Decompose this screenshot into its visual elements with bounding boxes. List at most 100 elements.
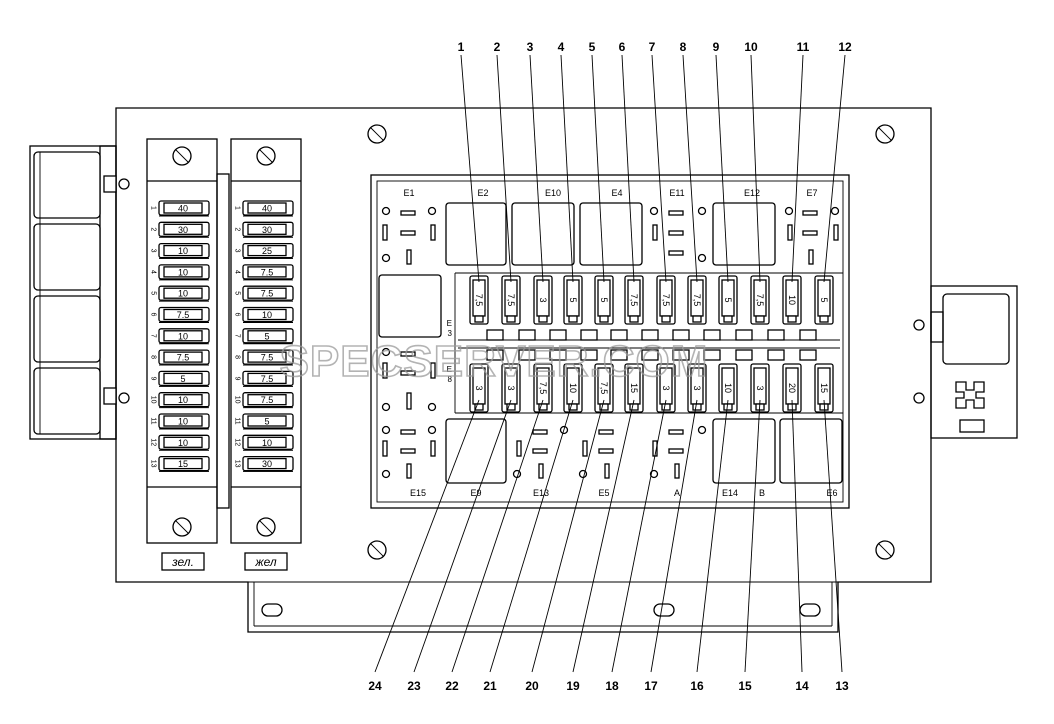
relay-pin [668,250,684,256]
strip-yellow-slot-number: 10 [234,396,241,404]
bus-terminal [580,349,598,361]
callout-leader [460,54,480,283]
callout-number: 12 [838,40,852,54]
callout-leader [611,399,667,673]
relay-pin [668,230,684,236]
callout-number: 2 [494,40,501,54]
relay-pin [802,210,818,216]
bus-terminal [767,349,785,361]
strip-yellow-fuse: 7.5 [242,264,294,281]
strip-yellow-slot-number: 13 [234,460,241,468]
strip-yellow-fuse-rating: 7.5 [261,267,274,277]
strip-yellow-fuse-rating: 7.5 [261,395,274,405]
block-label-e13: E13 [533,488,549,498]
fuse-top: 3 [533,275,553,325]
callout-number: 18 [605,679,619,693]
callout-number: 9 [713,40,720,54]
relay-pin [400,448,416,454]
strip-yellow-fuse-rating: 25 [262,246,272,256]
callout-number: 4 [558,40,565,54]
fuse-bottom-rating: 3 [661,385,671,390]
strip-green-fuse: 15 [158,455,210,473]
fuse-top-rating: 7,5 [506,294,516,307]
strip-green-fuse-rating: 10 [178,395,188,405]
callout-number: 3 [527,40,534,54]
strip-green-fuse-rating: 30 [178,225,188,235]
strip-yellow-slot-number: 3 [234,249,241,253]
callout-leader [374,399,480,673]
fuse-bottom-rating: 3 [755,385,765,390]
relay-pin [582,440,588,457]
callout-number: 20 [525,679,539,693]
bus-terminal [518,349,536,361]
strip-yellow-fuse: 40 [242,200,294,217]
strip-green-slot-number: 1 [150,206,157,210]
callout-number: 10 [744,40,758,54]
mount-hole [381,469,391,479]
relay-pin [598,448,614,454]
bus-terminal [735,329,753,341]
mount-hole [381,347,391,357]
relay-pin [430,362,436,379]
strip-green-slot-number: 12 [150,438,157,446]
strip-green-slot-number: 3 [150,249,157,253]
bus-terminal [641,349,659,361]
callout-number: 21 [483,679,497,693]
strip-yellow-fuse: 5 [242,328,294,345]
strip-yellow-slot-number: 9 [234,376,241,380]
strip-yellow-fuse-rating: 40 [262,204,272,214]
strip-green-fuse-rating: 5 [180,374,185,384]
strip-green-fuse: 10 [158,242,210,260]
strip-yellow-fuse-rating: 10 [262,310,272,320]
block-label-e4: E4 [611,188,622,198]
fuse-bottom-rating: 15 [819,383,829,393]
strip-green-slot-number: 13 [150,460,157,468]
mount-hole [697,425,707,435]
relay-pin [382,224,388,241]
relay-pin [400,210,416,216]
strip-green-fuse-rating: 40 [178,204,188,214]
fuse-bottom-rating: 3 [474,385,484,390]
relay-pin [400,429,416,435]
side-label-e-upper: E [447,319,452,328]
strip-green-fuse-rating: 10 [178,438,188,448]
strip-green-fuse: 10 [158,264,210,281]
fuse-bottom: 7,5 [533,363,553,413]
relay-pin [516,440,522,457]
fuse-bottom-rating: 3 [506,385,516,390]
callout-number: 19 [566,679,580,693]
strip-green-slot-number: 11 [150,417,157,424]
relay-pin [668,210,684,216]
relay-pin [400,351,416,357]
callout-number: 22 [445,679,459,693]
callout-leader [682,54,698,283]
strip-yellow-fuse-rating: 7.5 [261,374,274,384]
callout-leader [823,399,843,673]
bus-terminal [486,349,504,361]
callout-number: 15 [738,679,752,693]
callout-number: 1 [458,40,465,54]
callout-leader [529,54,544,283]
callout-number: 24 [368,679,382,693]
bus-terminal [735,349,753,361]
fuse-top-rating: 10 [787,295,797,305]
bus-terminal [703,349,721,361]
relay-pin [430,440,436,457]
fuse-top-rating: 5 [819,297,829,302]
block-label-e5: E5 [598,488,609,498]
relay-pin [808,249,814,265]
side-label-3: 3 [448,329,453,338]
fuse-top-rating: 5 [568,297,578,302]
strip-green-fuse: 7.5 [158,306,210,323]
strip-yellow-fuse-rating: 5 [264,417,269,427]
fuse-bottom: 3 [469,363,489,413]
strip-yellow-slot-number: 2 [234,227,241,231]
fuse-top: 5 [718,275,738,325]
mount-hole [649,206,659,216]
strip-yellow-fuse: 10 [242,306,294,323]
callout-number: 23 [407,679,421,693]
relay-pin [538,463,544,479]
watermark: SPECSERVER.COM [280,337,709,386]
